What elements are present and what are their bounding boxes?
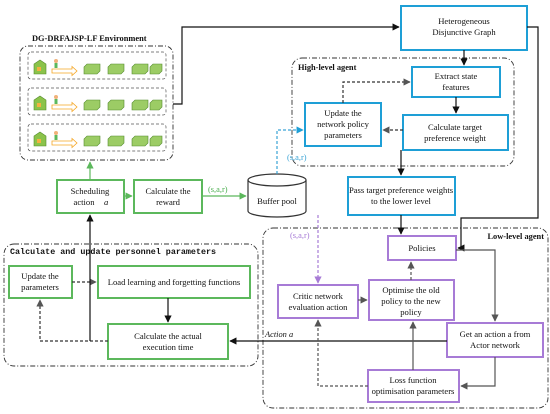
svg-text:Actor network: Actor network: [470, 340, 521, 350]
svg-text:Calculate the: Calculate the: [145, 186, 190, 196]
worker-icon: [54, 131, 58, 140]
high-level-agent-panel: High-level agent Update the network poli…: [291, 57, 515, 167]
worker-icon: [54, 95, 58, 104]
svg-text:Update the: Update the: [324, 108, 362, 118]
svg-text:Calculate the actual: Calculate the actual: [134, 331, 202, 341]
sar-purple-label: (s,a,r): [290, 231, 310, 240]
svg-text:action: action: [74, 197, 96, 207]
svg-text:preference weight: preference weight: [424, 133, 486, 143]
loss-function-box: Loss function optimisation parameters: [367, 369, 460, 403]
environment-panel: DG-DRFAJSP-LF Environment: [19, 34, 174, 161]
svg-text:network policy: network policy: [317, 119, 369, 129]
machine-row-3: [27, 123, 167, 152]
svg-text:to the lower level: to the lower level: [371, 196, 432, 206]
svg-text:Loss function: Loss function: [389, 375, 437, 385]
svg-text:execution time: execution time: [143, 342, 194, 352]
calculate-target-weight-box: Calculate target preference weight: [402, 114, 509, 151]
svg-text:Disjunctive Graph: Disjunctive Graph: [432, 27, 496, 37]
svg-text:parameters: parameters: [21, 282, 59, 292]
high-level-agent-title: High-level agent: [298, 63, 357, 72]
optimise-policy-box: Optimise the old policy to the new polic…: [368, 279, 455, 321]
sar-green-label: (s,a,r): [208, 185, 228, 194]
svg-text:policy to the new: policy to the new: [381, 296, 441, 306]
svg-text:features: features: [442, 82, 470, 92]
svg-text:Optimise the old: Optimise the old: [382, 285, 440, 295]
action-a-label: Action a: [264, 330, 293, 339]
environment-title: DG-DRFAJSP-LF Environment: [32, 34, 147, 43]
factory-icon: [33, 131, 47, 147]
factory-icon: [33, 95, 47, 111]
update-parameters-box: Update the parameters: [8, 265, 73, 299]
pass-weights-box: Pass target preference weights to the lo…: [347, 176, 456, 216]
buffer-pool-cylinder: Buffer pool: [247, 173, 307, 218]
flow-arrow-icon: [51, 137, 78, 149]
low-level-agent-title: Low-level agent: [487, 232, 544, 241]
svg-text:Heterogeneous: Heterogeneous: [438, 16, 490, 26]
machine-row-1: [27, 51, 167, 80]
sar-blue-label: (s,a,r): [287, 153, 307, 162]
extract-state-features-box: Extract state features: [411, 66, 501, 98]
calculate-reward-box: Calculate the reward: [133, 179, 203, 214]
svg-text:Get an action a from: Get an action a from: [460, 329, 531, 339]
low-level-agent-panel: Low-level agent Policies Critic network …: [262, 227, 549, 409]
svg-text:Buffer pool: Buffer pool: [257, 196, 297, 206]
svg-text:Critic network: Critic network: [293, 291, 344, 301]
critic-network-box: Critic network evaluation action: [277, 284, 359, 319]
svg-text:Extract state: Extract state: [435, 71, 478, 81]
machine-row-2: [27, 87, 167, 116]
personnel-panel: Calculate and update personnel parameter…: [3, 243, 259, 367]
svg-text:evaluation action: evaluation action: [289, 302, 349, 312]
svg-text:Update the: Update the: [21, 271, 59, 281]
update-network-policy-box: Update the network policy parameters: [304, 102, 382, 147]
factory-icon: [33, 59, 47, 75]
svg-text:Calculate target: Calculate target: [428, 122, 483, 132]
machine-icons: [83, 63, 163, 75]
svg-text:policy: policy: [400, 307, 422, 317]
personnel-title: Calculate and update personnel parameter…: [10, 247, 216, 257]
load-learning-box: Load learning and forgetting functions: [97, 265, 251, 299]
svg-text:Pass target preference weights: Pass target preference weights: [349, 185, 454, 195]
worker-icon: [54, 59, 58, 68]
svg-text:reward: reward: [156, 197, 181, 207]
svg-text:parameters: parameters: [324, 130, 362, 140]
svg-text:Policies: Policies: [408, 243, 436, 253]
flow-arrow-icon: [51, 65, 78, 77]
svg-text:optimisation parameters: optimisation parameters: [372, 386, 455, 396]
scheduling-action-box: Scheduling action a: [56, 179, 125, 214]
machine-icons: [83, 135, 163, 147]
policies-box: Policies: [387, 235, 457, 261]
svg-text:Scheduling: Scheduling: [71, 186, 110, 196]
flow-arrow-icon: [51, 101, 78, 113]
connectors: [36, 23, 539, 390]
machine-icons: [83, 99, 163, 111]
actual-execution-time-box: Calculate the actual execution time: [107, 323, 229, 360]
heterogeneous-graph-box: Heterogeneous Disjunctive Graph: [400, 5, 528, 51]
get-action-box: Get an action a from Actor network: [446, 322, 544, 358]
svg-text:a: a: [104, 197, 108, 207]
svg-text:Load learning and forgetting f: Load learning and forgetting functions: [108, 277, 241, 287]
